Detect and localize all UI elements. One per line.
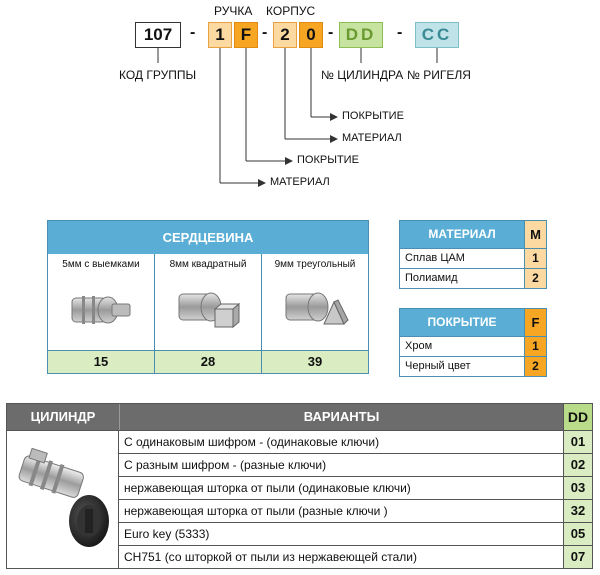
material-name: Полиамид <box>405 272 458 284</box>
grooved-core-icon <box>71 296 131 324</box>
cylinder-code-box: DD <box>339 22 383 48</box>
material-name: Сплав ЦАМ <box>405 252 465 264</box>
callout-handle-coating: ПОКРЫТИЕ <box>297 154 359 166</box>
callout-body-material: МАТЕРИАЛ <box>342 132 402 144</box>
handle-letter-box: F <box>234 22 258 48</box>
table-row: Euro key (5333) 05 <box>119 522 592 545</box>
handle-label: РУЧКА <box>214 4 253 18</box>
core-item-square: 8мм квадратный 28 <box>155 254 262 373</box>
core-item-triangle: 9мм треугольный 39 <box>262 254 368 373</box>
core-item-grooved: 5мм с выемками 15 <box>48 254 155 373</box>
table-row: CH751 (со шторкой от пыли из нержавеющей… <box>119 545 592 568</box>
table-row: С одинаковым шифром - (одинаковые ключи)… <box>119 430 592 453</box>
variant-text: С одинаковым шифром - (одинаковые ключи) <box>124 435 380 449</box>
table-row: нержавеющая шторка от пыли (одинаковые к… <box>119 476 592 499</box>
group-caption: КОД ГРУППЫ <box>119 68 197 82</box>
coating-name: Хром <box>405 340 433 352</box>
body-label: КОРПУС <box>266 4 316 18</box>
variant-code: 02 <box>563 454 592 476</box>
handle-digit-box: 1 <box>208 22 232 48</box>
body-digit-box: 2 <box>273 22 297 48</box>
table-row: Черный цвет 2 <box>400 356 546 376</box>
core-item-code: 15 <box>48 350 154 373</box>
dash: - <box>397 24 403 41</box>
cylinder-image-cell <box>7 430 119 568</box>
variant-code: 03 <box>563 477 592 499</box>
cylinder-lock-icon <box>18 447 109 547</box>
variant-text: CH751 (со шторкой от пыли из нержавеющей… <box>124 550 417 564</box>
material-code: 1 <box>524 249 546 268</box>
coating-table: ПОКРЫТИЕ F Хром 1 Черный цвет 2 <box>399 308 547 377</box>
cylinder-table: ЦИЛИНДР ВАРИАНТЫ DD С одинаковым шифром … <box>6 403 593 569</box>
cylinder-col-header: ЦИЛИНДР <box>7 404 119 430</box>
variant-text: нержавеющая шторка от пыли (одинаковые к… <box>124 481 411 495</box>
dash: - <box>328 24 334 41</box>
material-col-header: M <box>524 221 546 248</box>
table-row: С разным шифром - (разные ключи) 02 <box>119 453 592 476</box>
dd-col-header: DD <box>563 404 592 430</box>
variant-text: С разным шифром - (разные ключи) <box>124 458 327 472</box>
body-letter-box: 0 <box>299 22 323 48</box>
table-row: Полиамид 2 <box>400 268 546 288</box>
material-code: 2 <box>524 269 546 288</box>
variant-text: Euro key (5333) <box>124 527 210 541</box>
core-item-label: 8мм квадратный <box>169 259 247 270</box>
square-core-icon <box>178 292 241 329</box>
dash: - <box>262 24 268 41</box>
connector-lines <box>157 48 438 187</box>
core-item-code: 28 <box>155 350 261 373</box>
group-code-box: 107 <box>135 22 181 48</box>
core-item-code: 39 <box>262 350 368 373</box>
coating-title: ПОКРЫТИЕ <box>400 309 524 336</box>
variant-code: 32 <box>563 500 592 522</box>
table-row: нержавеющая шторка от пыли (разные ключи… <box>119 499 592 522</box>
callout-body-coating: ПОКРЫТИЕ <box>342 110 404 122</box>
variants-col-header: ВАРИАНТЫ <box>119 404 563 430</box>
material-title: МАТЕРИАЛ <box>400 221 524 248</box>
bolt-caption: № РИГЕЛЯ <box>407 68 471 82</box>
core-item-label: 9мм треугольный <box>274 259 356 270</box>
core-title: СЕРДЦЕВИНА <box>48 221 368 254</box>
variant-text: нержавеющая шторка от пыли (разные ключи… <box>124 504 388 518</box>
coating-name: Черный цвет <box>405 360 471 372</box>
variant-code: 07 <box>563 546 592 568</box>
dash: - <box>190 24 196 41</box>
callout-handle-material: МАТЕРИАЛ <box>270 176 330 188</box>
core-panel: СЕРДЦЕВИНА 5мм с выемками 15 8мм квадрат… <box>47 220 369 374</box>
variant-code: 01 <box>563 431 592 453</box>
coating-code: 1 <box>524 337 546 356</box>
table-row: Хром 1 <box>400 336 546 356</box>
cylinder-caption: № ЦИЛИНДРА <box>321 68 404 82</box>
coating-col-header: F <box>524 309 546 336</box>
core-item-label: 5мм с выемками <box>62 259 140 270</box>
triangle-core-icon <box>285 292 349 325</box>
material-table: МАТЕРИАЛ M Сплав ЦАМ 1 Полиамид 2 <box>399 220 547 289</box>
table-row: Сплав ЦАМ 1 <box>400 248 546 268</box>
coating-code: 2 <box>524 357 546 376</box>
bolt-code-box: CC <box>415 22 459 48</box>
variant-code: 05 <box>563 523 592 545</box>
